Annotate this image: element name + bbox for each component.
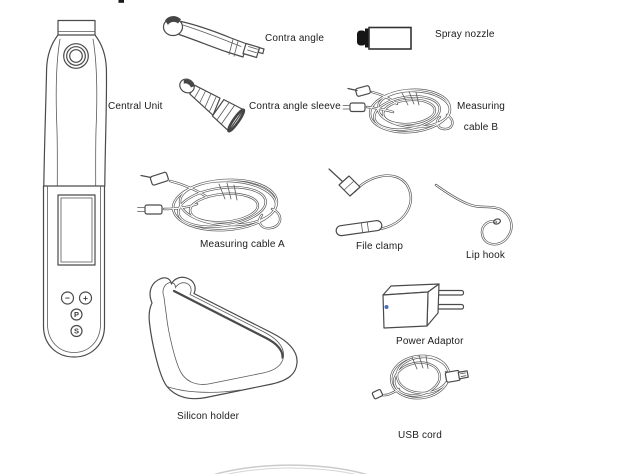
label-usb-cord: USB cord <box>398 430 442 441</box>
page-bottom-decoration <box>214 464 368 474</box>
measuring-cable-a-drawing <box>137 171 282 235</box>
label-file-clamp: File clamp <box>356 241 404 252</box>
contra-angle-sleeve-drawing <box>179 78 246 133</box>
label-contra-angle-sleeve: Contra angle sleeve <box>249 101 341 112</box>
label-central-unit: Central Unit <box>108 101 163 112</box>
central-unit-drawing: − + P S <box>42 19 108 358</box>
silicon-holder-drawing <box>148 276 298 400</box>
label-measuring-cable-a: Measuring cable A <box>200 239 285 250</box>
spray-nozzle-drawing <box>357 26 412 50</box>
program-button-glyph: P <box>74 310 79 319</box>
label-contra-angle: Contra angle <box>265 33 325 44</box>
power-adaptor-drawing <box>382 283 465 329</box>
label-measuring-cable-b: Measuring cable B <box>447 96 515 138</box>
label-lip-hook: Lip hook <box>466 250 506 261</box>
adaptor-led-dot <box>384 305 389 309</box>
label-power-adaptor: Power Adaptor <box>396 336 464 347</box>
label-measuring-cable-b-line1: Measuring <box>456 101 506 112</box>
label-spray-nozzle: Spray nozzle <box>435 29 495 40</box>
contra-angle-drawing <box>162 16 265 59</box>
lip-hook-drawing <box>434 183 513 246</box>
measuring-cable-b-drawing <box>342 85 454 137</box>
label-measuring-cable-b-line2: cable B <box>463 122 499 133</box>
page-top-crop-mark <box>118 0 124 3</box>
file-clamp-drawing <box>328 168 413 237</box>
select-button-glyph: S <box>74 327 79 336</box>
label-silicon-holder: Silicon holder <box>177 411 240 422</box>
plus-button-glyph: + <box>83 293 88 303</box>
usb-cord-drawing <box>371 350 469 404</box>
minus-button-glyph: − <box>65 293 70 303</box>
